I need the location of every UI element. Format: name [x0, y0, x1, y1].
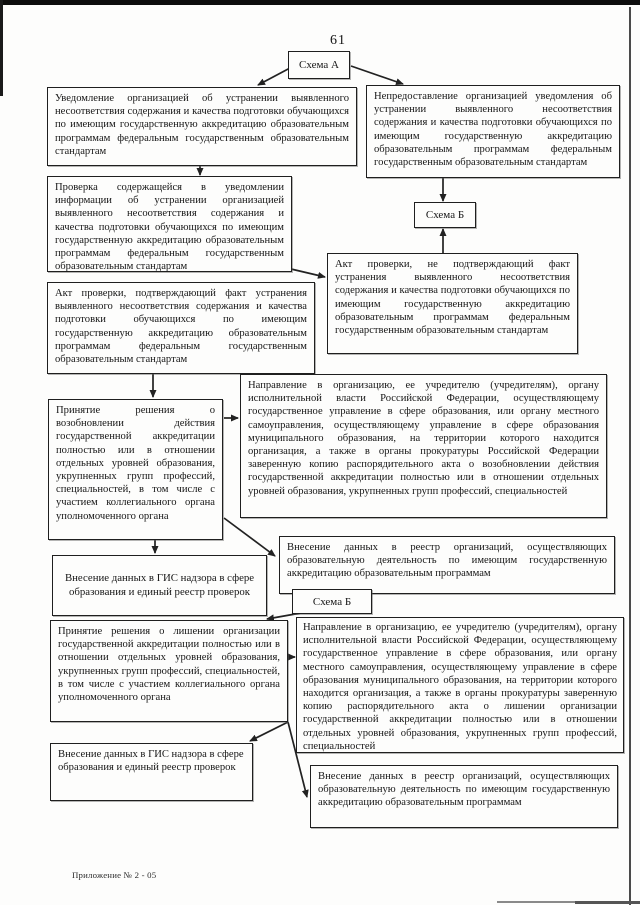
node-reestr-2-label: Внесение данных в реестр организаций, ос…	[318, 771, 610, 809]
node-gis-1: Внесение данных в ГИС надзора в сфере об…	[52, 555, 267, 616]
node-gis-2-label: Внесение данных в ГИС надзора в сфере об…	[58, 749, 244, 774]
node-napravlenie-2-label: Направление в организацию, ее учредителю…	[303, 622, 617, 752]
node-proverka-label: Проверка содержащейся в уведомлении инфо…	[55, 182, 284, 273]
node-prinyatie-lishenie: Принятие решения о лишении организации г…	[50, 620, 288, 722]
page-border-right	[629, 7, 631, 905]
node-proverka: Проверка содержащейся в уведомлении инфо…	[47, 176, 292, 272]
node-akt-podtv-label: Акт проверки, подтверждающий факт устран…	[55, 288, 307, 366]
node-gis-2: Внесение данных в ГИС надзора в сфере об…	[50, 743, 253, 801]
node-gis-1-label: Внесение данных в ГИС надзора в сфере об…	[64, 572, 255, 598]
arrow-proverka-to-akt-ne	[290, 268, 326, 279]
page-border-bottom-dark	[575, 901, 640, 904]
node-reestr-1-label: Внесение данных в реестр организаций, ос…	[287, 542, 607, 580]
arrow-prinyatie-lish-to-gis-2	[249, 721, 289, 742]
node-napravlenie-lishenie: Направление в организацию, ее учредителю…	[296, 617, 624, 753]
node-prinyatie-vozobnovlenie: Принятие решения о возобновлении действи…	[48, 399, 223, 540]
node-akt-ne-podtv-label: Акт проверки, не подтверждающий факт уст…	[335, 259, 570, 337]
node-schema-b-2-label: Схема Б	[312, 595, 352, 608]
node-schema-a-label: Схема А	[299, 59, 339, 71]
node-schema-b-1: Схема Б	[414, 202, 476, 228]
node-napravlenie-1-label: Направление в организацию, ее учредителю…	[248, 380, 599, 497]
node-reestr-2: Внесение данных в реестр организаций, ос…	[310, 765, 618, 828]
node-nepredostavlenie-label: Непредоставление организацией уведомлени…	[374, 91, 612, 169]
node-uvedomlenie: Уведомление организацией об устранении в…	[47, 87, 357, 166]
node-uvedomlenie-label: Уведомление организацией об устранении в…	[55, 93, 349, 157]
arrow-prinyatie-to-reestr-1	[223, 517, 276, 557]
node-napravlenie-vozobnovlenie: Направление в организацию, ее учредителю…	[240, 374, 607, 518]
node-schema-b-1-label: Схема Б	[425, 209, 465, 221]
node-schema-a: Схема А	[288, 51, 350, 79]
scan-left-border	[0, 0, 3, 96]
footer-annotation: Приложение № 2 - 05	[72, 870, 157, 880]
node-akt-ne-podtverzhdayushchiy: Акт проверки, не подтверждающий факт уст…	[327, 253, 578, 354]
arrow-schema-a-to-uvedomlenie	[257, 67, 291, 86]
node-reestr-1: Внесение данных в реестр организаций, ос…	[279, 536, 615, 594]
node-prinyatie-lish-label: Принятие решения о лишении организации г…	[58, 626, 280, 704]
arrow-schema-a-to-nepredostavlenie	[350, 65, 404, 86]
node-schema-b-2: Схема Б	[292, 589, 372, 614]
node-nepredostavlenie: Непредоставление организацией уведомлени…	[366, 85, 620, 178]
page-border-bottom	[497, 901, 640, 903]
scan-top-border	[0, 0, 640, 5]
page-number: 61	[330, 33, 346, 48]
node-akt-podtverzhdayushchiy: Акт проверки, подтверждающий факт устран…	[47, 282, 315, 374]
node-prinyatie-vozobn-label: Принятие решения о возобновлении действи…	[56, 405, 215, 522]
